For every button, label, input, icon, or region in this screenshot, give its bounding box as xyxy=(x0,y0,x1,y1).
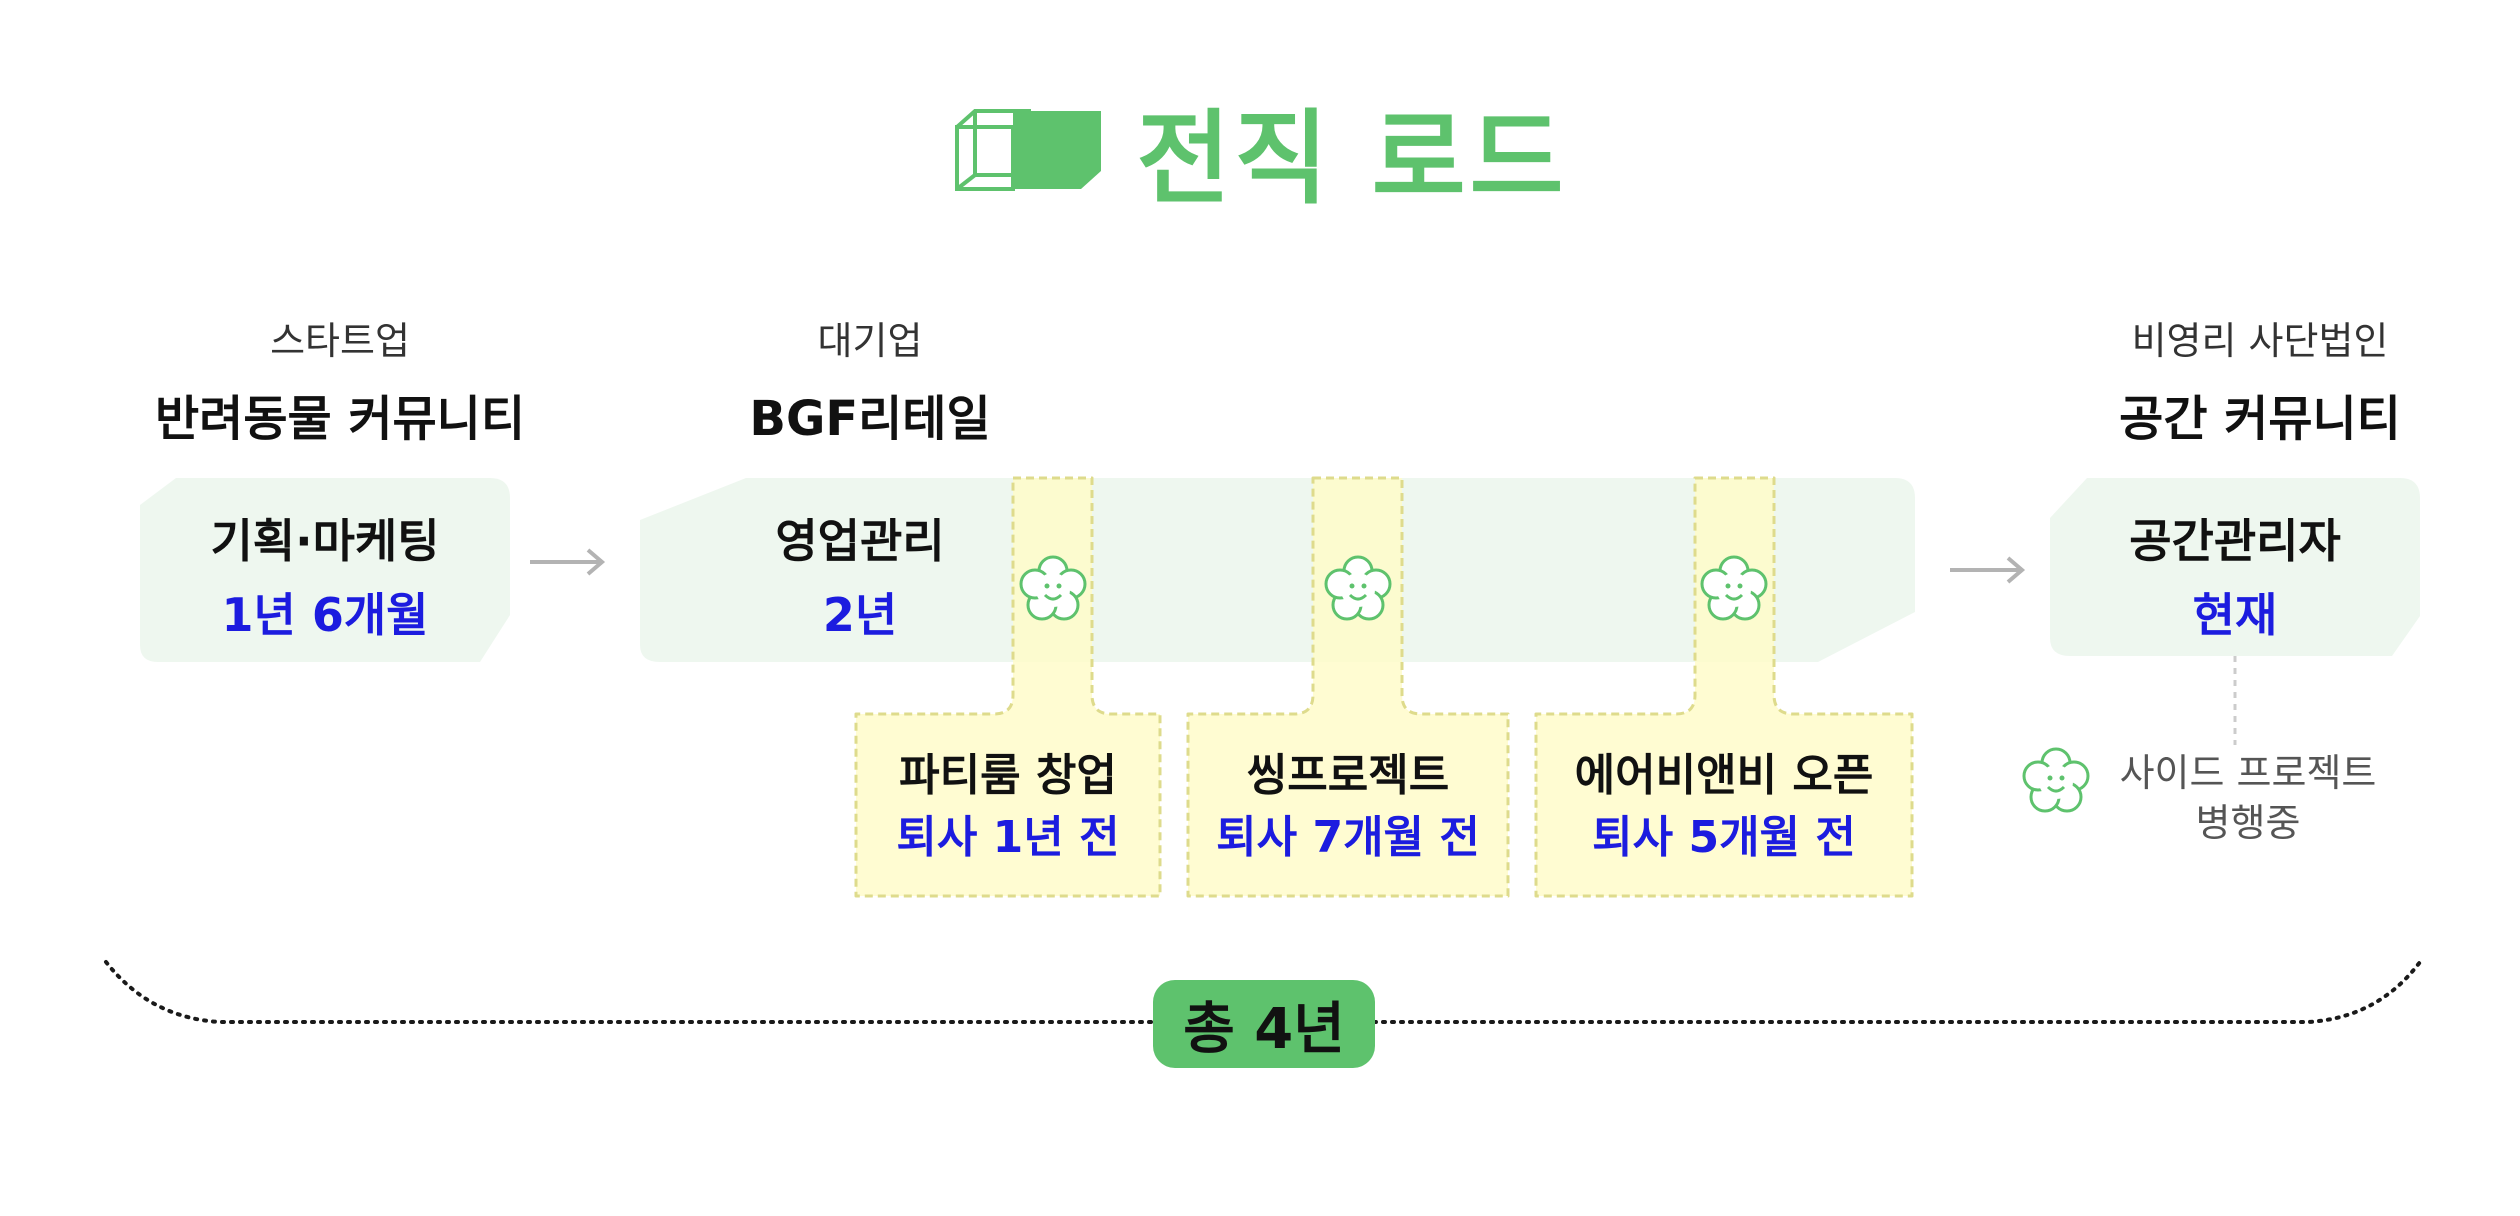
arrow-right-icon xyxy=(530,548,606,576)
role-duration: 현재 xyxy=(2192,588,2278,642)
career-card-2-text: 영업관리 2년 xyxy=(700,505,1020,645)
company-header-2: 대기업 BGF리테일 xyxy=(680,310,1060,449)
side-project-1: 파티룸 창업 퇴사 1년 전 xyxy=(856,745,1160,869)
side-project-2: 씽프로젝트 퇴사 7개월 전 xyxy=(1188,745,1508,869)
side-project-timing: 퇴사 7개월 전 xyxy=(1216,812,1480,863)
title-row: 전직 로드 xyxy=(0,90,2520,219)
side-project-name: 씽프로젝트 xyxy=(1246,750,1450,801)
role-title: 영업관리 xyxy=(775,514,945,568)
flower-smile-icon xyxy=(1700,555,1768,621)
career-card-1-text: 기획·마케팅 1년 6개월 xyxy=(140,505,510,645)
arrow-right-icon xyxy=(1950,556,2026,584)
total-duration-badge: 총 4년 xyxy=(1153,980,1375,1068)
cube-logo-icon xyxy=(954,109,1101,191)
side-note-line1: 사이드 프로젝트 xyxy=(2119,751,2377,795)
career-card-3-text: 공간관리자 현재 xyxy=(2050,505,2420,645)
flower-smile-icon xyxy=(1019,555,1087,621)
company-name: BGF리테일 xyxy=(749,391,991,447)
side-project-shape-2 xyxy=(1186,476,1510,898)
role-title: 기획·마케팅 xyxy=(210,514,440,568)
company-header-1: 스타트업 반려동물 커뮤니티 xyxy=(120,310,560,449)
company-name: 공간 커뮤니티 xyxy=(2119,391,2401,447)
company-category: 대기업 xyxy=(817,319,923,363)
company-name: 반려동물 커뮤니티 xyxy=(155,391,525,447)
current-side-project-note: 사이드 프로젝트 병행중 xyxy=(2098,748,2398,848)
role-duration: 1년 6개월 xyxy=(221,588,429,642)
side-project-timing: 퇴사 1년 전 xyxy=(896,812,1120,863)
career-card-2 xyxy=(640,478,1915,662)
side-project-timing: 퇴사 5개월 전 xyxy=(1592,812,1856,863)
company-category: 비영리 사단법인 xyxy=(2131,319,2389,363)
role-duration: 2년 xyxy=(822,588,898,642)
side-project-name: 에어비앤비 오픈 xyxy=(1574,750,1874,801)
role-title: 공간관리자 xyxy=(2129,514,2341,568)
career-card-3 xyxy=(2050,478,2420,656)
flower-smile-icon xyxy=(1324,555,1392,621)
flower-smile-icon xyxy=(2022,747,2090,813)
page-title: 전직 로드 xyxy=(1136,99,1568,219)
company-header-3: 비영리 사단법인 공간 커뮤니티 xyxy=(2040,310,2480,449)
side-project-name: 파티룸 창업 xyxy=(899,750,1117,801)
side-project-3: 에어비앤비 오픈 퇴사 5개월 전 xyxy=(1536,745,1912,869)
career-card-1 xyxy=(140,478,510,662)
side-note-line2: 병행중 xyxy=(2195,801,2301,845)
company-category: 스타트업 xyxy=(270,319,410,363)
side-project-shape-3 xyxy=(1534,476,1914,898)
